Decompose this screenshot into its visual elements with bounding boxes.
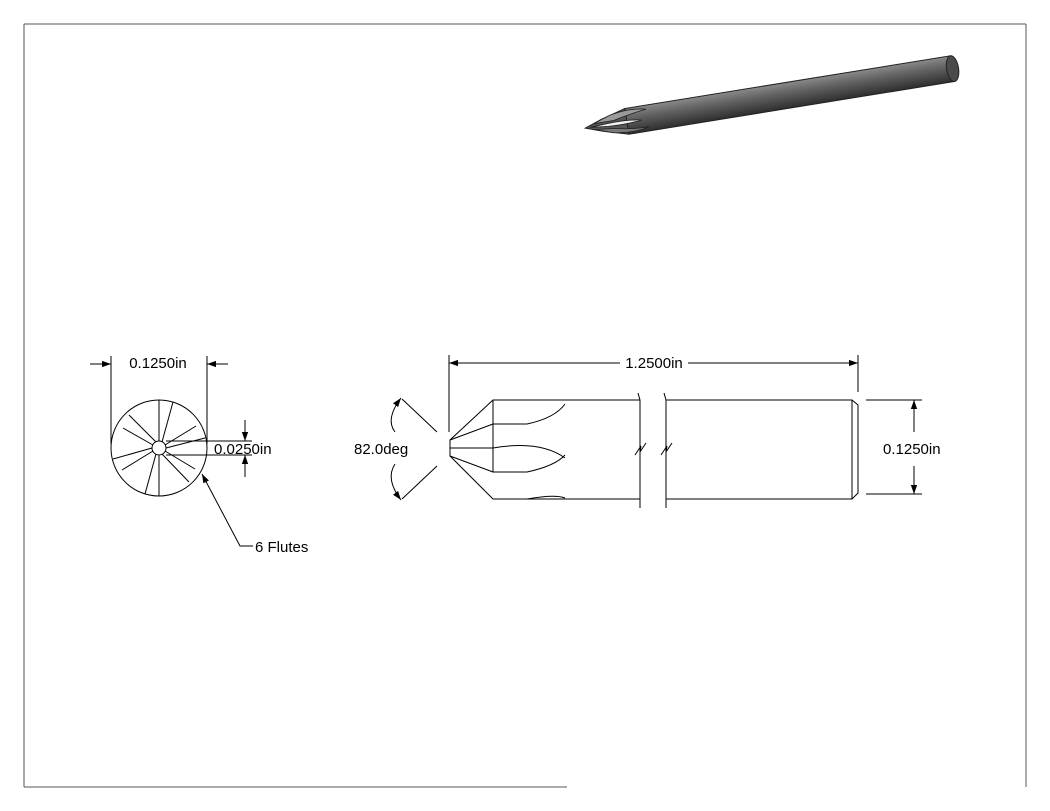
dim-shank-diameter bbox=[866, 399, 922, 495]
dim-end-diameter bbox=[90, 356, 228, 444]
side-view-flutes bbox=[449, 400, 566, 500]
tool-flute-lower bbox=[594, 126, 650, 134]
shank-diameter-label: 0.1250in bbox=[883, 441, 941, 458]
flutes-note-label: 6 Flutes bbox=[255, 539, 308, 556]
tool-shank-body bbox=[624, 55, 956, 135]
center-hole bbox=[151, 440, 167, 456]
dim-center-hole bbox=[166, 420, 252, 477]
isometric-tool-view bbox=[583, 55, 960, 135]
flutes-leader bbox=[201, 473, 253, 547]
end-view bbox=[90, 356, 253, 547]
side-view bbox=[390, 355, 922, 508]
sheet-border bbox=[23, 23, 1027, 788]
end-diameter-label: 0.1250in bbox=[129, 355, 187, 372]
center-hole-label: 0.0250in bbox=[214, 441, 272, 458]
side-view-outline-right bbox=[666, 399, 859, 500]
overall-length-label: 1.2500in bbox=[625, 355, 683, 372]
flute-lines bbox=[112, 400, 206, 496]
tool-shank-end-cap bbox=[945, 55, 960, 82]
dim-point-angle bbox=[390, 397, 438, 501]
side-view-outline-left bbox=[449, 399, 640, 500]
point-angle-label: 82.0deg bbox=[354, 441, 408, 458]
tool-flute-upper bbox=[593, 108, 647, 125]
dim-overall-length bbox=[448, 355, 859, 432]
break-lines bbox=[634, 392, 673, 508]
tool-flute-middle bbox=[590, 119, 642, 128]
